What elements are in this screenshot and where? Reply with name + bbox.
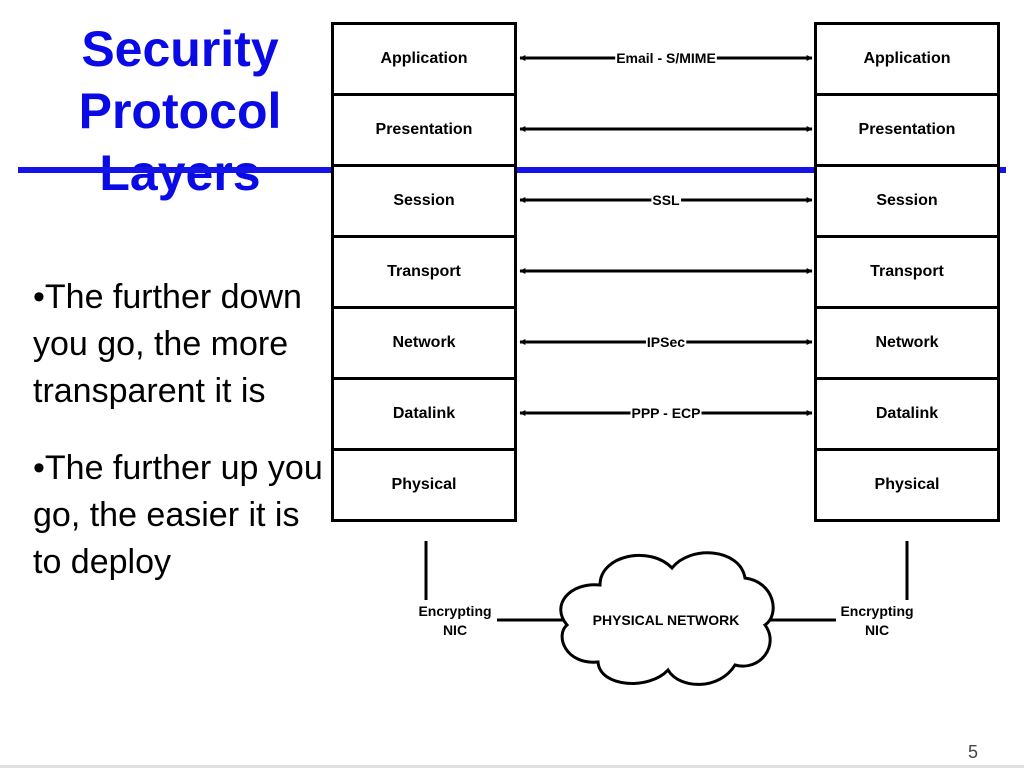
link-label-bg: [630, 405, 702, 421]
left-layer-datalink: Datalink: [331, 377, 517, 451]
link-label: IPSec: [647, 334, 685, 350]
right-layer-session: Session: [814, 164, 1000, 238]
left-layer-network: Network: [331, 306, 517, 380]
right-protocol-stack: Application Presentation Session Transpo…: [814, 22, 1000, 522]
link-label: PPP - ECP: [632, 405, 701, 421]
right-layer-application: Application: [814, 22, 1000, 96]
bullet-item: •The further down you go, the more trans…: [33, 278, 302, 410]
slide-title: Security Protocol Layers: [30, 18, 330, 204]
left-layer-presentation: Presentation: [331, 93, 517, 167]
link-label: SSL: [652, 192, 680, 208]
right-layer-network: Network: [814, 306, 1000, 380]
link-label-bg: [615, 50, 717, 66]
left-protocol-stack: Application Presentation Session Transpo…: [331, 22, 517, 522]
right-layer-physical: Physical: [814, 448, 1000, 522]
network-label: PHYSICAL NETWORK: [593, 612, 740, 628]
right-layer-datalink: Datalink: [814, 377, 1000, 451]
left-nic-label-line1: Encrypting: [418, 603, 491, 619]
network-cloud: [559, 551, 775, 686]
left-layer-transport: Transport: [331, 235, 517, 309]
title-line-3: Layers: [99, 145, 261, 201]
right-nic-label-line2: NIC: [865, 622, 889, 638]
left-nic-label-line2: NIC: [443, 622, 467, 638]
right-nic-label-line1: Encrypting: [840, 603, 913, 619]
title-line-1: Security: [81, 21, 279, 77]
right-layer-transport: Transport: [814, 235, 1000, 309]
link-label-bg: [645, 334, 687, 350]
title-line-2: Protocol: [78, 83, 282, 139]
bullet-item: •The further up you go, the easier it is…: [33, 449, 323, 581]
right-layer-presentation: Presentation: [814, 93, 1000, 167]
left-layer-application: Application: [331, 22, 517, 96]
left-layer-session: Session: [331, 164, 517, 238]
link-label-bg: [651, 192, 682, 208]
bullet-list: •The further down you go, the more trans…: [33, 274, 323, 616]
footer-divider: [0, 765, 1024, 768]
page-number: 5: [967, 742, 978, 762]
left-layer-physical: Physical: [331, 448, 517, 522]
link-label: Email - S/MIME: [616, 50, 716, 66]
